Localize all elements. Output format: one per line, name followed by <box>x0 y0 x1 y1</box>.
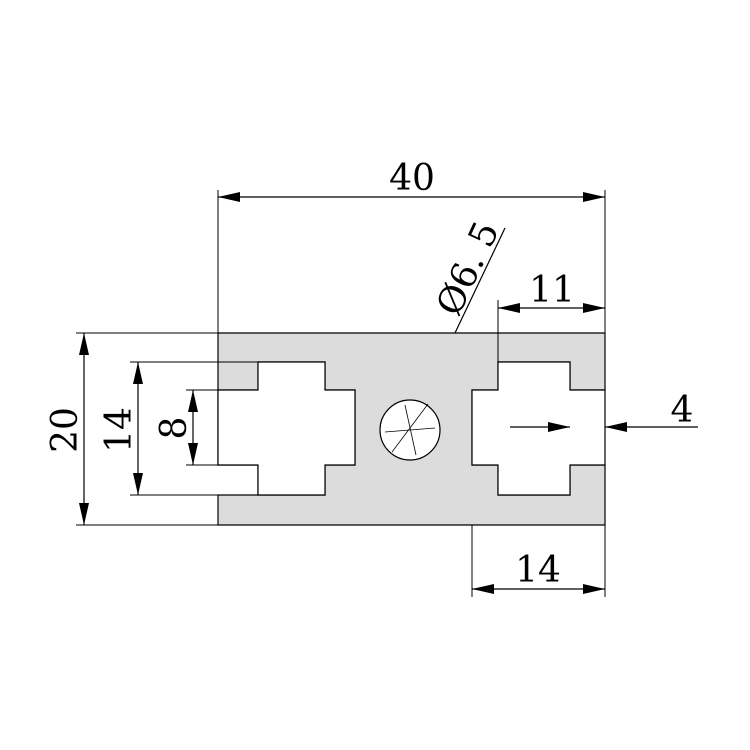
dim-label-14-bottom: 14 <box>515 550 561 591</box>
hole-centerline-v <box>404 404 417 456</box>
hole-diagonal <box>391 403 429 453</box>
dim-label-hole-diameter: Ø6. 5 <box>429 215 508 321</box>
dim-label-8: 8 <box>154 417 195 440</box>
dim-label-40: 40 <box>389 158 435 199</box>
dim-label-11: 11 <box>529 270 575 311</box>
dim-label-20: 20 <box>45 407 86 453</box>
dim-label-14-left: 14 <box>99 407 140 453</box>
dim-label-4: 4 <box>671 390 694 431</box>
leader-hole-diameter <box>454 227 506 334</box>
right-t-slot <box>471 361 606 496</box>
hole-centerline-h <box>384 427 436 433</box>
